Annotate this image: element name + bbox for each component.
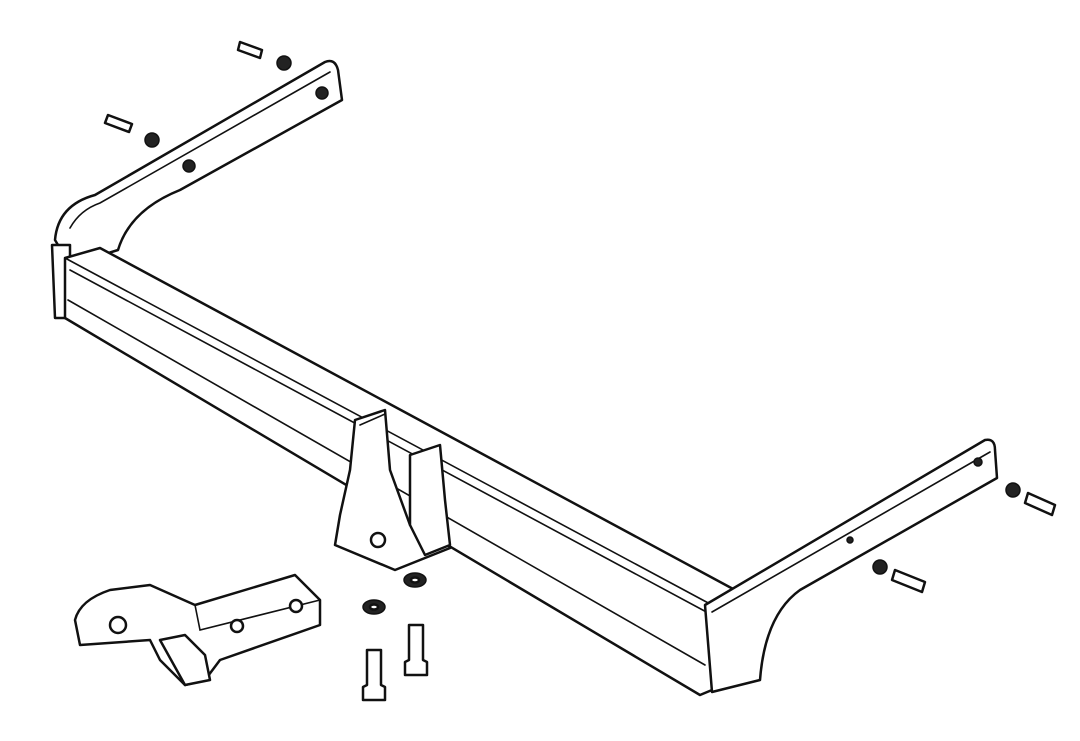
center-hitch-mount [333,408,452,572]
bolt-icon [1023,491,1057,517]
bolt-icon [403,623,429,677]
bracket-hole [973,457,983,467]
bolt-set-center [361,572,429,702]
bracket-hole [846,536,854,544]
washer-icon [276,55,292,71]
plate-hole [288,598,304,614]
plate-hole [108,615,128,635]
bolt-icon [361,648,387,702]
bracket-hole [182,159,196,173]
tow-ball-plate [73,573,322,687]
mount-hole [369,531,387,549]
washer-icon [144,132,160,148]
washer-icon [1005,482,1021,498]
bracket-hole [315,86,329,100]
bolt-set-top-left [103,40,292,148]
right-mounting-bracket [703,438,999,694]
bolt-icon [890,568,927,594]
bolt-set-right [872,482,1057,594]
washer-icon [872,559,888,575]
bolt-icon [236,40,264,60]
bolt-icon [103,113,134,134]
plate-hole [229,618,245,634]
